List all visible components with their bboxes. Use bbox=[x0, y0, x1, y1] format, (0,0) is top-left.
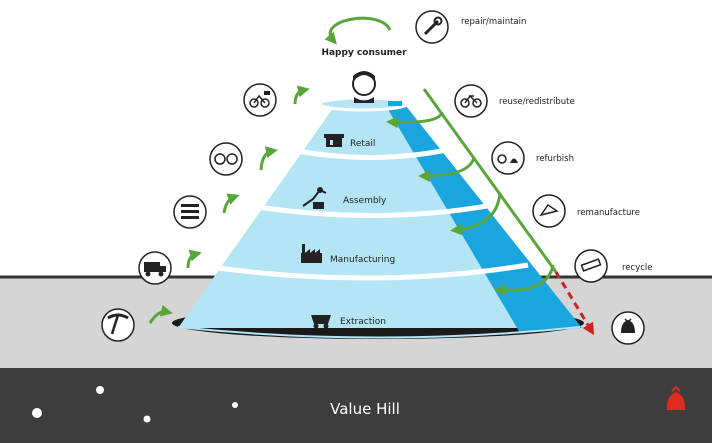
repair-loop-arrow bbox=[324, 16, 392, 45]
diagram-title: Value Hill bbox=[330, 400, 400, 418]
hill-top-edge bbox=[388, 101, 402, 106]
loop-label-repair: repair/maintain bbox=[461, 17, 526, 27]
robot-arm-icon bbox=[302, 187, 327, 209]
mining-truck-icon bbox=[138, 251, 172, 285]
layer-label-manufacturing: Manufacturing bbox=[330, 255, 395, 265]
tube-icon bbox=[574, 249, 608, 283]
underground-band bbox=[0, 368, 712, 443]
layer-label-retail: Retail bbox=[350, 139, 375, 149]
mine-cart-icon bbox=[311, 315, 331, 329]
value-adding-arrows bbox=[148, 85, 310, 324]
bike-frame-icon bbox=[532, 194, 566, 228]
trash-bag-icon bbox=[611, 311, 645, 345]
pickaxe-icon bbox=[101, 308, 135, 342]
layer-label-extraction: Extraction bbox=[340, 317, 386, 327]
broken-bicycle-icon bbox=[491, 141, 525, 175]
wrench-icon bbox=[415, 10, 449, 44]
waste-bag-icon bbox=[666, 385, 686, 410]
loop-label-remanufacture: remanufacture bbox=[577, 208, 640, 218]
hill-base bbox=[177, 326, 581, 339]
bicycle-tag-icon bbox=[243, 83, 277, 117]
return-path-line bbox=[422, 88, 558, 273]
bicycle-parts-icon bbox=[209, 142, 243, 176]
hill-top bbox=[317, 96, 409, 112]
metal-bars-icon bbox=[173, 195, 207, 229]
loop-label-refurbish: refurbish bbox=[536, 154, 574, 164]
factory-icon bbox=[301, 244, 322, 263]
layer-label-assembly: Assembly bbox=[343, 196, 387, 206]
bicycle-icon bbox=[454, 84, 488, 118]
loop-label-recycle: recycle bbox=[622, 263, 653, 273]
waste-debris bbox=[32, 386, 238, 423]
happy-consumer-label: Happy consumer bbox=[321, 48, 407, 58]
loop-label-reuse: reuse/redistribute bbox=[499, 97, 575, 107]
shop-icon bbox=[324, 134, 344, 147]
loop-back-arrows bbox=[386, 111, 555, 297]
happy-consumer-figure bbox=[352, 71, 376, 103]
